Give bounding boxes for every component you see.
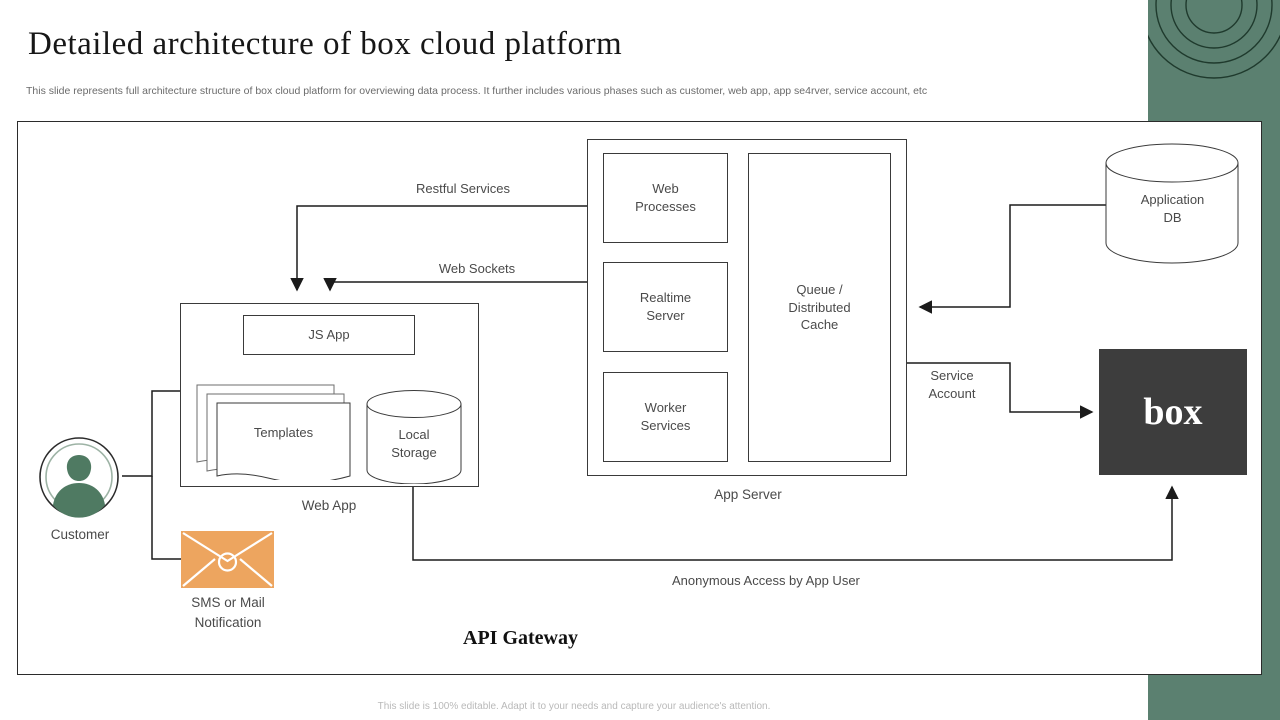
worker-services-label-1: Worker <box>644 400 687 416</box>
edge-label-service-account: Service Account <box>912 367 992 402</box>
web-processes-label-2: Processes <box>635 199 696 214</box>
local-storage-label-1: Local <box>398 427 430 443</box>
queue-cache-label-1: Queue / <box>796 282 843 298</box>
edge-label-restful-services: Restful Services <box>416 181 510 196</box>
web-app-caption: Web App <box>301 498 357 513</box>
queue-cache-label-3: Cache <box>800 317 839 333</box>
local-storage-label-2: Storage <box>391 445 437 460</box>
application-db-label-1: Application <box>1140 192 1205 208</box>
application-db-node[interactable]: Application DB <box>1105 143 1240 265</box>
app-server-caption: App Server <box>714 487 782 502</box>
customer-caption: Customer <box>50 527 110 542</box>
templates-label: Templates <box>253 425 314 441</box>
box-logo-node[interactable]: box <box>1099 349 1247 475</box>
box-logo-label: box <box>1143 391 1203 433</box>
web-processes-label-1: Web <box>652 181 679 197</box>
notification-caption: SMS or Mail Notification <box>163 593 293 632</box>
js-app-label: JS App <box>308 327 350 343</box>
api-gateway-label: API Gateway <box>463 627 578 649</box>
notification-label-2: Notification <box>194 614 262 630</box>
page-title: Detailed architecture of box cloud platf… <box>28 26 623 62</box>
customer-node[interactable] <box>38 436 120 518</box>
queue-cache-label-2: Distributed <box>788 299 851 315</box>
notification-node[interactable] <box>181 531 274 588</box>
worker-services-node[interactable]: Worker Services <box>603 372 728 462</box>
service-account-label-2: Account <box>928 385 976 401</box>
service-account-label-1: Service <box>930 368 974 383</box>
application-db-label-2: DB <box>1163 210 1182 225</box>
realtime-server-label-2: Server <box>646 308 685 323</box>
edge-label-web-sockets: Web Sockets <box>438 261 516 276</box>
page-subtitle: This slide represents full architecture … <box>26 85 928 97</box>
js-app-node[interactable]: JS App <box>243 315 415 355</box>
application-db-label-wrap: Application DB <box>1105 179 1240 239</box>
notification-label-1: SMS or Mail <box>191 595 265 610</box>
worker-services-label-2: Services <box>640 418 691 433</box>
queue-cache-node[interactable]: Queue / Distributed Cache <box>748 153 891 462</box>
concentric-arcs-icon <box>1148 0 1280 120</box>
local-storage-node[interactable]: Local Storage <box>366 390 462 485</box>
local-storage-label-wrap: Local Storage <box>366 416 462 472</box>
web-processes-node[interactable]: Web Processes <box>603 153 728 243</box>
realtime-server-label-1: Realtime <box>639 290 692 306</box>
slide-footer: This slide is 100% editable. Adapt it to… <box>377 701 771 712</box>
realtime-server-node[interactable]: Realtime Server <box>603 262 728 352</box>
edge-label-anonymous-access: Anonymous Access by App User <box>672 573 860 588</box>
templates-node[interactable]: Templates <box>196 384 351 483</box>
templates-label-wrap: Templates <box>217 403 350 463</box>
